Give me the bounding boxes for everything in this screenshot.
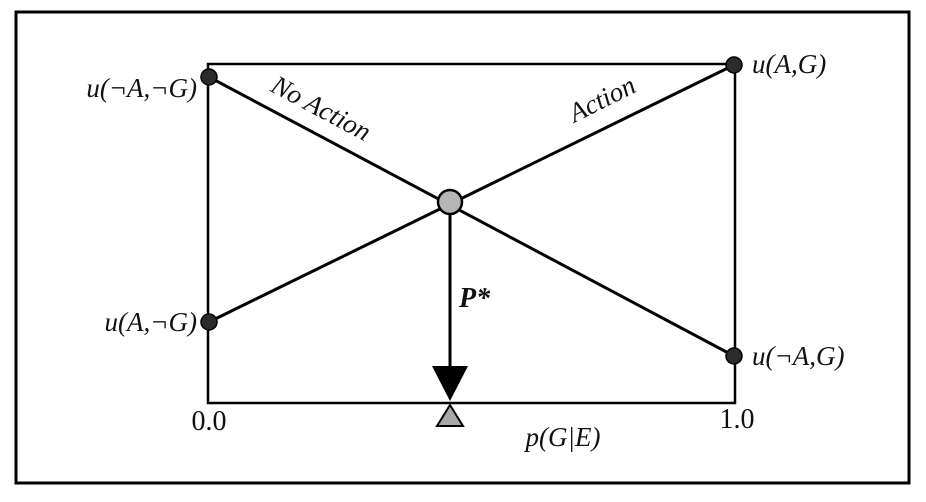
label-u-notA-notG: u(¬A,¬G): [86, 73, 197, 103]
label-p-star: P*: [458, 283, 491, 314]
x-tick-max: 1.0: [720, 404, 755, 435]
dot-u-notA-notG: [200, 68, 218, 86]
outer-frame: [14, 10, 911, 485]
x-tick-min: 0.0: [192, 406, 227, 437]
plot-area-border: [206, 62, 737, 405]
label-action-line: Action: [562, 70, 640, 129]
threshold-arrowhead-icon: [432, 366, 468, 401]
x-axis-label: p(G|E): [524, 422, 601, 452]
intersection-point: [436, 188, 464, 216]
no-action-line: [208, 75, 735, 358]
dot-u-notA-G: [725, 347, 743, 365]
dot-u-A-notG: [200, 313, 218, 331]
threshold-marker-triangle-icon: [435, 403, 465, 427]
label-u-A-notG: u(A,¬G): [105, 307, 197, 337]
action-line: [208, 63, 735, 324]
dot-u-A-G: [725, 56, 743, 74]
label-u-A-G: u(A,G): [752, 49, 826, 79]
label-u-notA-G: u(¬A,G): [752, 341, 844, 371]
